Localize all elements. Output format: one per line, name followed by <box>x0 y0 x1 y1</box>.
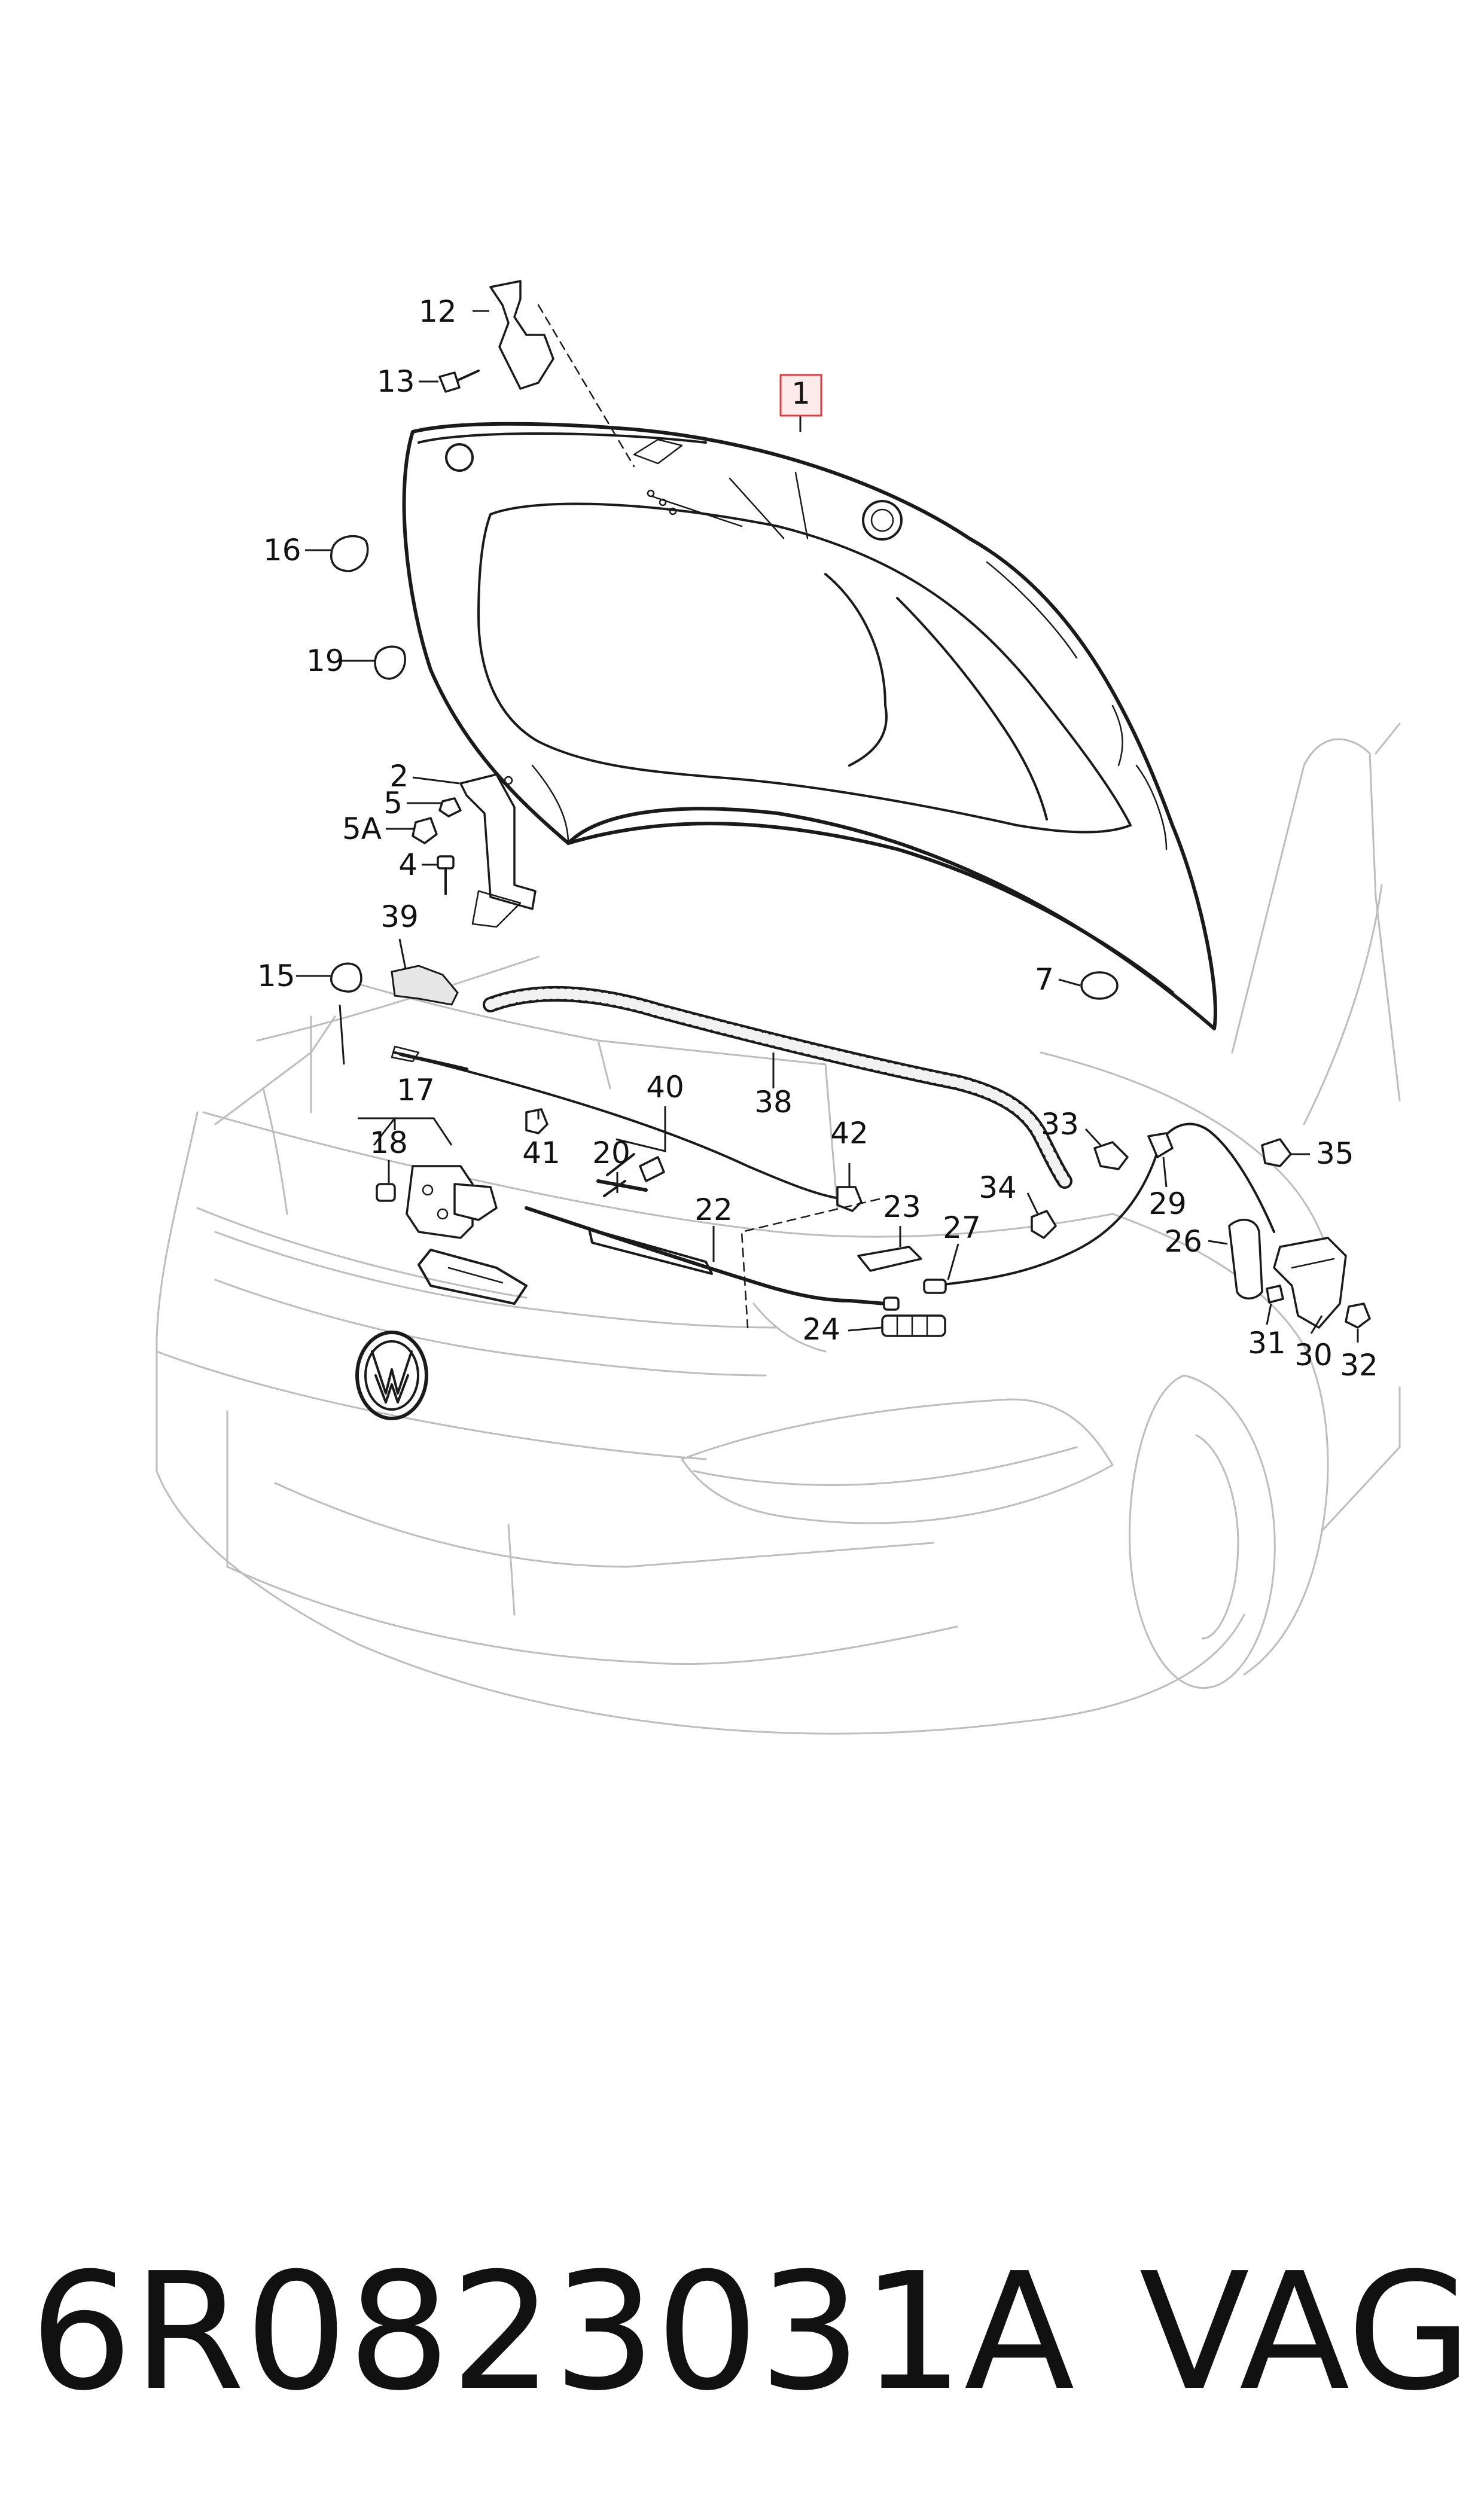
callout-41: 41 <box>522 1136 560 1170</box>
lock-latch-17 <box>406 1165 528 1305</box>
clip-34 <box>1031 1210 1057 1239</box>
callout-12: 12 <box>419 294 457 329</box>
lever-bracket-30 <box>1273 1237 1347 1329</box>
clip-23 <box>857 1246 922 1272</box>
callout-19: 19 <box>306 643 345 678</box>
buffer-16 <box>330 535 369 572</box>
vw-logo <box>355 1331 428 1420</box>
callout-18: 18 <box>370 1125 408 1160</box>
callout-38: 38 <box>754 1085 793 1119</box>
callout-1: 1 <box>791 376 810 411</box>
nut-5a <box>412 817 438 844</box>
part-number-label: 6R0823031A <box>30 2238 1075 2426</box>
callout-17: 17 <box>397 1073 435 1108</box>
callout-1-highlight <box>779 374 822 417</box>
hood-hinge-2 <box>459 773 537 928</box>
engine-hood <box>402 422 1217 1030</box>
car-body-outline <box>156 722 1401 1735</box>
callout-26: 26 <box>1164 1224 1202 1259</box>
release-cable-40 <box>391 1045 845 1200</box>
callout-27: 27 <box>943 1210 981 1245</box>
bolt-4 <box>437 855 455 895</box>
callout-33: 33 <box>1041 1107 1079 1142</box>
clip-42 <box>836 1186 863 1212</box>
callout-4: 4 <box>398 847 418 882</box>
callout-5a: 5A <box>342 811 382 846</box>
clip-33 <box>1093 1141 1129 1170</box>
seal-strip-38 <box>483 986 1072 1189</box>
callout-15: 15 <box>257 959 295 993</box>
callout-13: 13 <box>377 364 415 399</box>
callout-5: 5 <box>383 786 403 820</box>
callout-7: 7 <box>1035 962 1054 997</box>
callout-20: 20 <box>592 1136 630 1170</box>
callout-22: 22 <box>694 1192 733 1227</box>
callout-16: 16 <box>263 533 301 568</box>
pad-15 <box>330 962 362 993</box>
release-lever-26 <box>1228 1219 1263 1299</box>
clip-41 <box>525 1108 548 1134</box>
callout-labels: 1 12 13 16 19 2 5 5A 4 39 15 7 17 18 40 … <box>257 294 1378 1383</box>
bracket-39 <box>391 965 459 1006</box>
cable-end-29 <box>1147 1132 1174 1158</box>
callout-35: 35 <box>1316 1136 1354 1171</box>
bowden-cable-22 <box>525 1122 1275 1311</box>
grommet-7 <box>1080 971 1119 1000</box>
callout-29: 29 <box>1148 1186 1187 1221</box>
clip-32 <box>1345 1302 1371 1329</box>
bush-18 <box>376 1183 396 1202</box>
clip-35 <box>1261 1138 1292 1167</box>
callout-32: 32 <box>1340 1348 1378 1383</box>
leader-lines <box>296 304 1359 1343</box>
hood-stay-12 <box>489 280 554 390</box>
callout-40: 40 <box>646 1070 684 1105</box>
callout-42: 42 <box>830 1116 869 1151</box>
callout-23: 23 <box>883 1189 921 1224</box>
screw-31 <box>1266 1285 1284 1304</box>
bolt-13 <box>438 370 480 393</box>
callout-31: 31 <box>1248 1326 1286 1360</box>
brand-label: VAG <box>1139 2238 1472 2426</box>
callout-39: 39 <box>380 899 419 934</box>
bolt-20 <box>596 1153 665 1197</box>
clip-24 <box>881 1314 946 1337</box>
buffer-19 <box>374 645 406 680</box>
callout-2: 2 <box>389 759 409 794</box>
callout-24: 24 <box>802 1312 840 1347</box>
callout-34: 34 <box>979 1170 1017 1205</box>
callout-30: 30 <box>1294 1338 1333 1372</box>
nut-5 <box>438 797 462 817</box>
